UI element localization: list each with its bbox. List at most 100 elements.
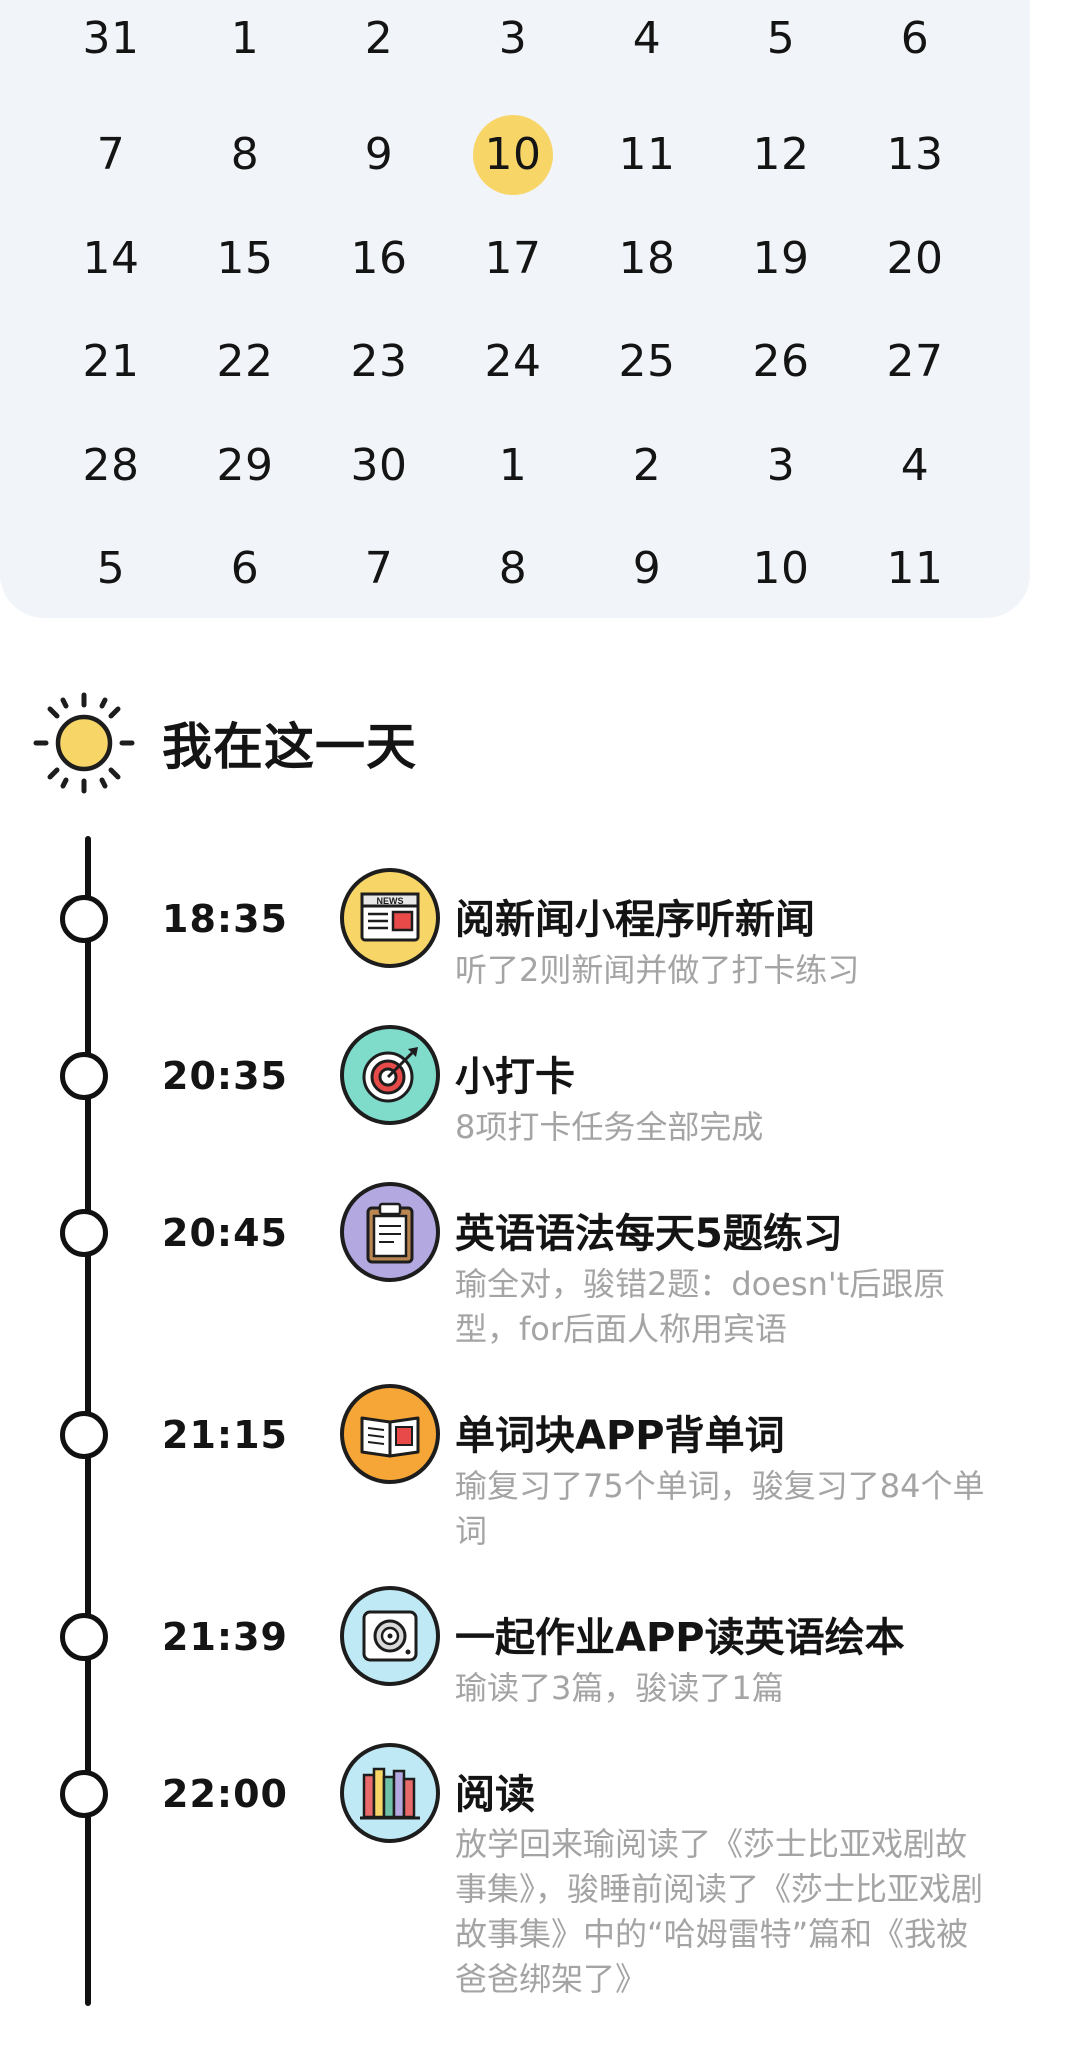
sun-icon: [33, 692, 135, 794]
day-number: 11: [886, 543, 944, 595]
calendar-day[interactable]: 29: [178, 414, 312, 518]
timeline-time: 20:35: [162, 1054, 288, 1098]
calendar-day[interactable]: 4: [848, 414, 982, 518]
calendar-day[interactable]: 12: [714, 104, 848, 208]
calendar-day[interactable]: 3: [446, 0, 580, 104]
calendar-day[interactable]: 9: [312, 104, 446, 208]
calendar-day-selected[interactable]: 10: [446, 104, 580, 208]
day-number: 4: [632, 12, 662, 64]
timeline-title: 一起作业APP读英语绘本: [455, 1615, 905, 1661]
calendar-day[interactable]: 19: [714, 207, 848, 311]
day-number: 21: [82, 336, 140, 388]
day-number: 18: [618, 232, 676, 284]
books-icon: [340, 1743, 440, 1843]
day-number: 29: [216, 439, 274, 491]
timeline-title: 英语语法每天5题练习: [455, 1211, 843, 1257]
calendar-day[interactable]: 22: [178, 311, 312, 415]
target-icon: [340, 1025, 440, 1125]
day-number: 19: [752, 232, 810, 284]
calendar-day[interactable]: 30: [312, 414, 446, 518]
calendar-day[interactable]: 28: [44, 414, 178, 518]
timeline-dot: [60, 1209, 108, 1257]
calendar-day[interactable]: 14: [44, 207, 178, 311]
calendar-day[interactable]: 16: [312, 207, 446, 311]
calendar-day[interactable]: 13: [848, 104, 982, 208]
calendar-day[interactable]: 27: [848, 311, 982, 415]
day-number: 27: [886, 336, 944, 388]
timeline-dot: [60, 1770, 108, 1818]
section-title: 我在这一天: [162, 718, 417, 776]
calendar-day[interactable]: 11: [848, 518, 982, 622]
calendar-grid: 31 1 2 3 4 5 6 7 8 9 10 11 12 13 14 15 1…: [44, 0, 982, 621]
calendar-day[interactable]: 4: [580, 0, 714, 104]
audio-player-icon: [340, 1586, 440, 1686]
timeline-title: 单词块APP背单词: [455, 1413, 785, 1459]
calendar-day[interactable]: 8: [446, 518, 580, 622]
timeline-desc: 听了2则新闻并做了打卡练习: [455, 951, 860, 989]
day-number: 1: [498, 439, 528, 491]
day-number: 1: [230, 12, 260, 64]
timeline-title: 小打卡: [455, 1054, 575, 1100]
calendar-day[interactable]: 8: [178, 104, 312, 208]
timeline-dot: [60, 895, 108, 943]
calendar-day[interactable]: 7: [312, 518, 446, 622]
day-number: 10: [752, 543, 810, 595]
day-number: 2: [364, 12, 394, 64]
calendar-day[interactable]: 7: [44, 104, 178, 208]
day-number: 13: [886, 129, 944, 181]
calendar-day[interactable]: 5: [44, 518, 178, 622]
timeline-dot: [60, 1052, 108, 1100]
calendar-card: 31 1 2 3 4 5 6 7 8 9 10 11 12 13 14 15 1…: [0, 0, 1030, 618]
day-number: 3: [498, 12, 528, 64]
timeline-dot: [60, 1613, 108, 1661]
open-book-icon: [340, 1384, 440, 1484]
timeline-title: 阅新闻小程序听新闻: [455, 897, 815, 943]
day-number: 14: [82, 232, 140, 284]
timeline-time: 20:45: [162, 1211, 288, 1255]
calendar-day[interactable]: 26: [714, 311, 848, 415]
day-number: 3: [766, 439, 796, 491]
calendar-day[interactable]: 23: [312, 311, 446, 415]
calendar-day[interactable]: 1: [446, 414, 580, 518]
day-number: 26: [752, 336, 810, 388]
day-number: 15: [216, 232, 274, 284]
svg-text:NEWS: NEWS: [377, 896, 404, 906]
calendar-day[interactable]: 1: [178, 0, 312, 104]
calendar-day[interactable]: 17: [446, 207, 580, 311]
calendar-day[interactable]: 21: [44, 311, 178, 415]
day-number: 30: [350, 439, 408, 491]
calendar-day[interactable]: 11: [580, 104, 714, 208]
calendar-day[interactable]: 3: [714, 414, 848, 518]
calendar-day[interactable]: 18: [580, 207, 714, 311]
calendar-day[interactable]: 15: [178, 207, 312, 311]
timeline-desc: 瑜全对，骏错2题：doesn't后跟原型，for后面人称用宾语: [455, 1265, 946, 1348]
calendar-day[interactable]: 25: [580, 311, 714, 415]
timeline-desc: 瑜复习了75个单词，骏复习了84个单词: [455, 1467, 985, 1550]
day-number: 20: [886, 232, 944, 284]
calendar-day[interactable]: 9: [580, 518, 714, 622]
day-number: 24: [484, 336, 542, 388]
calendar-day[interactable]: 2: [312, 0, 446, 104]
day-number: 10: [484, 129, 542, 181]
day-number: 7: [364, 543, 394, 595]
day-number: 2: [632, 439, 662, 491]
day-number: 28: [82, 439, 140, 491]
timeline-desc: 8项打卡任务全部完成: [455, 1108, 764, 1146]
calendar-day[interactable]: 31: [44, 0, 178, 104]
calendar-day[interactable]: 10: [714, 518, 848, 622]
day-number: 31: [82, 12, 140, 64]
day-number: 23: [350, 336, 408, 388]
day-number: 11: [618, 129, 676, 181]
day-number: 8: [230, 129, 260, 181]
calendar-day[interactable]: 2: [580, 414, 714, 518]
calendar-day[interactable]: 24: [446, 311, 580, 415]
calendar-day[interactable]: 5: [714, 0, 848, 104]
calendar-day[interactable]: 6: [178, 518, 312, 622]
news-icon: NEWS: [340, 868, 440, 968]
day-number: 7: [96, 129, 126, 181]
calendar-day[interactable]: 20: [848, 207, 982, 311]
timeline-title: 阅读: [455, 1772, 535, 1818]
day-number: 16: [350, 232, 408, 284]
day-number: 4: [900, 439, 930, 491]
calendar-day[interactable]: 6: [848, 0, 982, 104]
